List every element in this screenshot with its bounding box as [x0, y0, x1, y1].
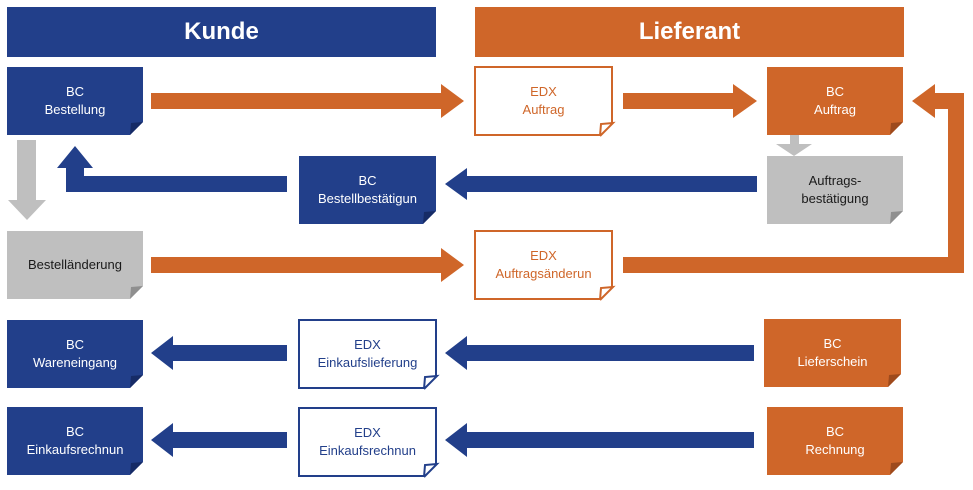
box-line1: Bestelländerung — [28, 257, 122, 272]
box-line1: BC — [65, 337, 85, 352]
box-line1: EDX — [530, 248, 557, 263]
box-bc-lieferschein: BC Lieferschein — [764, 319, 901, 387]
arrow-bestellaenderung-to-edx-auftragsaenderung — [151, 248, 464, 282]
arrow-edx-einkaufsrechnung-to-bc-einkaufsrechnung — [151, 423, 287, 457]
box-line2: Lieferschein — [797, 354, 868, 369]
arrow-rechnung-to-edx-einkaufsrechnung — [445, 423, 754, 457]
box-line1: Auftrags- — [808, 173, 862, 188]
box-bc-einkaufsrechnung: BC Einkaufsrechnun — [7, 407, 143, 475]
arrow-auftrag-to-auftragsbestaetigung — [776, 135, 812, 156]
box-edx-auftragsaenderung: EDX Auftragsänderun — [474, 230, 613, 300]
box-bc-bestellung: BC Bestellung — [7, 67, 143, 135]
box-line1: EDX — [354, 425, 381, 440]
arrow-edx-auftragsaenderung-to-bc-auftrag — [623, 84, 964, 273]
box-line1: EDX — [530, 84, 557, 99]
header-customer: Kunde — [7, 7, 436, 57]
header-supplier-label: Lieferant — [638, 18, 741, 45]
box-line2: Einkaufsrechnun — [26, 442, 124, 457]
box-edx-einkaufsrechnung: EDX Einkaufsrechnun — [298, 407, 437, 477]
box-line2: Wareneingang — [32, 355, 118, 370]
header-supplier: Lieferant — [475, 7, 904, 57]
box-bc-wareneingang: BC Wareneingang — [7, 320, 143, 388]
box-line1: BC — [65, 424, 85, 439]
arrow-bestellbestaetigung-to-bestellung — [57, 146, 287, 192]
arrow-lieferschein-to-edx-einkaufslieferung — [445, 336, 754, 370]
box-line2: Auftragsänderun — [495, 266, 592, 281]
box-bc-rechnung: BC Rechnung — [767, 407, 903, 475]
arrow-edx-auftrag-to-bc-auftrag — [623, 84, 757, 118]
arrow-bestellung-to-edx-auftrag — [151, 84, 464, 118]
header-customer-label: Kunde — [184, 18, 259, 45]
arrow-auftragsbestaetigung-to-bestellbestaetigung — [445, 168, 757, 200]
box-bestellaenderung: Bestelländerung — [7, 231, 143, 299]
box-line2: Rechnung — [805, 442, 865, 457]
box-line2: Einkaufsrechnun — [319, 443, 416, 458]
box-line2: Einkaufslieferung — [317, 355, 418, 370]
box-line1: BC — [825, 424, 845, 439]
box-edx-einkaufslieferung: EDX Einkaufslieferung — [298, 319, 437, 389]
arrow-bestellung-to-bestellaenderung — [8, 140, 46, 220]
box-line1: BC — [823, 336, 842, 351]
box-line2: bestätigung — [801, 191, 869, 206]
box-bc-bestellbestaetigung: BC Bestellbestätigun — [299, 156, 436, 224]
box-auftragsbestaetigung: Auftrags- bestätigung — [767, 156, 903, 224]
box-edx-auftrag: EDX Auftrag — [474, 66, 613, 136]
box-line2: Auftrag — [814, 102, 856, 117]
box-line1: BC — [358, 173, 377, 188]
box-line1: BC — [825, 84, 845, 99]
box-line1: EDX — [354, 337, 381, 352]
box-line2: Auftrag — [522, 102, 565, 117]
box-line1: BC — [65, 84, 85, 99]
arrow-edx-einkaufslieferung-to-wareneingang — [151, 336, 287, 370]
box-line2: Bestellung — [44, 102, 106, 117]
box-line2: Bestellbestätigun — [317, 191, 417, 206]
box-bc-auftrag: BC Auftrag — [767, 67, 903, 135]
